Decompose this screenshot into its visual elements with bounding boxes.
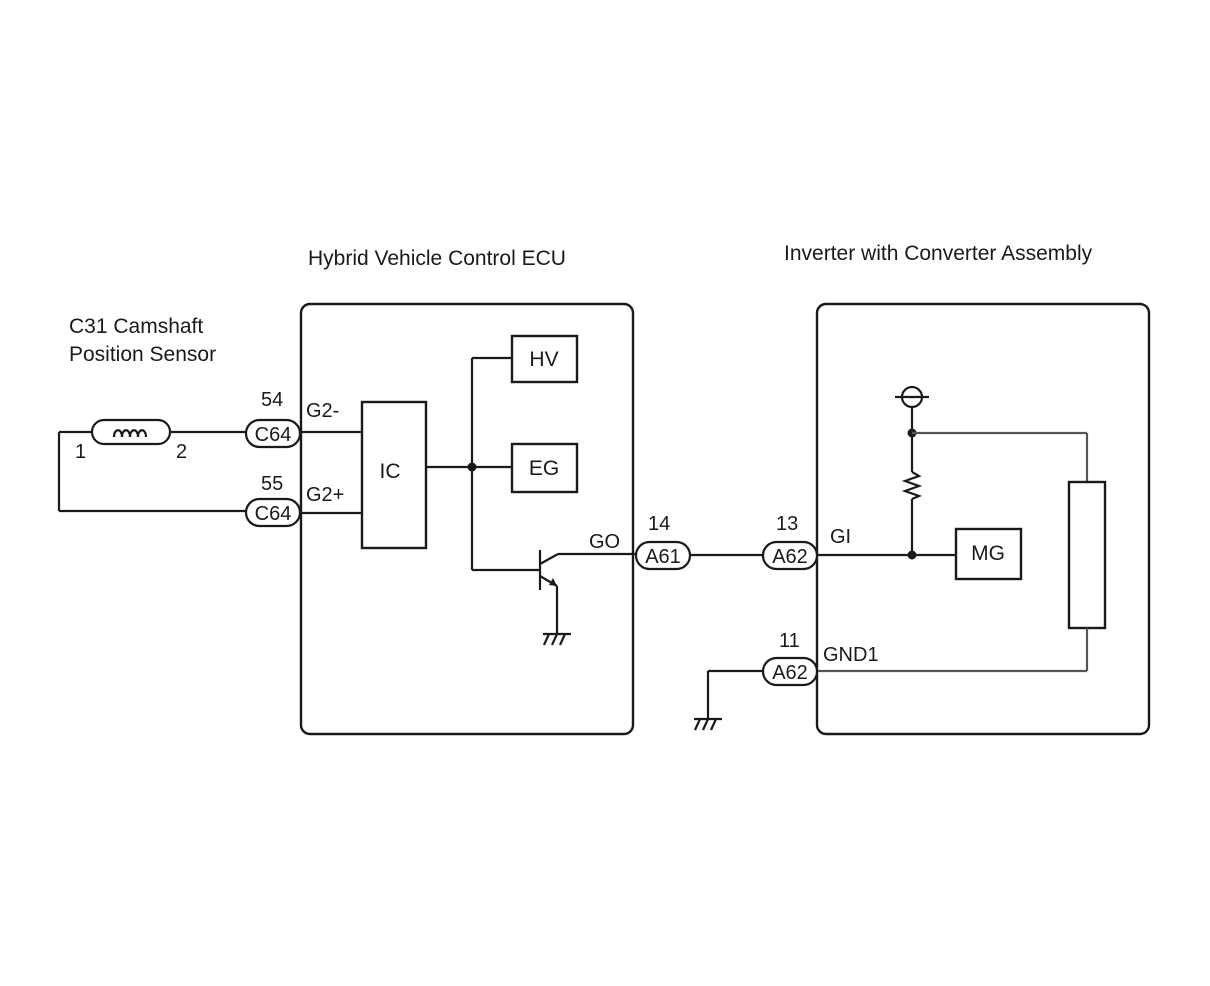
ground-icon (542, 632, 571, 646)
inverter-title: Inverter with Converter Assembly (784, 242, 1093, 265)
sensor-pin-2: 2 (176, 441, 187, 463)
connector-a61-pin14: A61 14 GO (589, 513, 692, 571)
sensor-title-line2: Position Sensor (69, 343, 216, 366)
signal-label: GND1 (823, 644, 879, 666)
signal-label: GI (830, 526, 851, 548)
ground-icon (693, 717, 722, 731)
sensor-pin-1: 1 (75, 441, 86, 463)
connector-a62-pin11: A62 11 GND1 (761, 630, 879, 687)
eg-block (510, 442, 579, 494)
connector-code: C64 (255, 424, 292, 446)
hv-label: HV (529, 348, 558, 371)
signal-label: G2+ (306, 484, 344, 506)
ecu-title: Hybrid Vehicle Control ECU (308, 247, 566, 270)
connector-code: A62 (772, 546, 808, 568)
ic-label: IC (380, 460, 401, 483)
connector-pin-number: 54 (261, 389, 283, 411)
eg-label: EG (529, 457, 559, 480)
hv-block (510, 334, 579, 384)
internal-component-block (1067, 480, 1107, 630)
connector-c64-pin55: C64 55 G2+ (244, 473, 344, 528)
connector-code: A61 (645, 546, 681, 568)
ic-block (360, 400, 428, 550)
connector-code: A62 (772, 662, 808, 684)
connector-a62-pin13: A62 13 GI (761, 513, 851, 571)
transistor-icon (538, 550, 636, 634)
mg-block (954, 527, 1023, 581)
connector-pin-number: 11 (779, 630, 800, 652)
mg-label: MG (971, 542, 1005, 565)
connector-pin-number: 13 (776, 513, 798, 535)
connector-pin-number: 55 (261, 473, 283, 495)
camshaft-sensor: 1 2 (57, 418, 246, 513)
signal-label: G2- (306, 400, 339, 422)
connector-pin-number: 14 (648, 513, 670, 535)
connector-code: C64 (255, 503, 292, 525)
sensor-title-line1: C31 Camshaft (69, 315, 203, 338)
ecu-box (299, 302, 635, 736)
connector-c64-pin54: C64 54 G2- (244, 389, 339, 449)
coil-icon (112, 429, 148, 438)
resistor-icon (901, 471, 923, 501)
inverter-box (815, 302, 1151, 736)
signal-label: GO (589, 531, 620, 553)
